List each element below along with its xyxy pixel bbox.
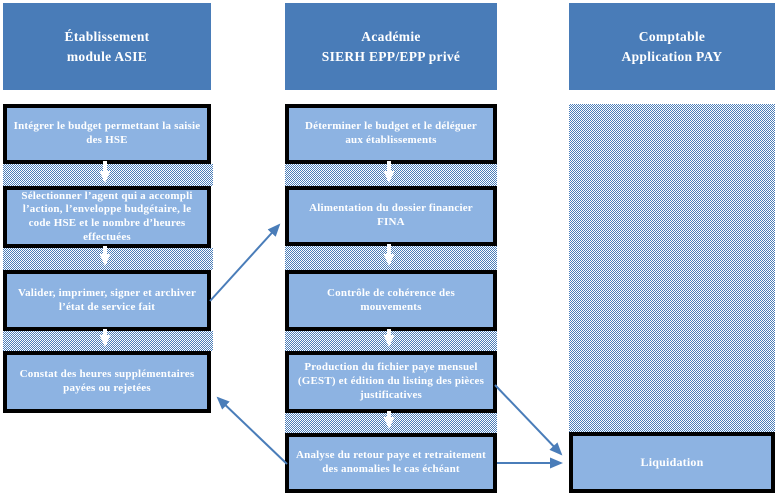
checker-band xyxy=(285,246,497,270)
checker-band xyxy=(285,164,497,186)
box-controle-coherence: Contrôle de cohérence des mouvements xyxy=(285,270,497,331)
header-line: Académie xyxy=(361,28,421,44)
connector-valider-to-alimentation xyxy=(209,223,281,302)
header-comptable: Comptable Application PAY xyxy=(569,3,775,90)
checker-panel-comptable xyxy=(569,104,775,432)
box-label: Contrôle de cohérence des mouvements xyxy=(327,286,455,313)
box-valider-imprimer-signer: Valider, imprimer, signer et archiver l’… xyxy=(3,270,211,331)
checker-band xyxy=(285,413,497,433)
box-label: Analyse du retour paye et retraitement d… xyxy=(296,449,486,475)
box-label: Constat des heures supplémentaires payée… xyxy=(19,368,195,394)
box-determiner-budget: Déterminer le budget et le déléguer aux … xyxy=(285,104,497,164)
box-label: Sélectionner l’agent qui a accompli l’ac… xyxy=(21,189,193,243)
header-line: Établissement xyxy=(64,28,150,44)
box-selectionner-agent: Sélectionner l’agent qui a accompli l’ac… xyxy=(3,186,211,248)
box-liquidation: Liquidation xyxy=(569,432,775,493)
box-label: Valider, imprimer, signer et archiver l’… xyxy=(17,286,197,313)
box-label: Alimentation du dossier financier FINA xyxy=(309,202,473,228)
box-production-fichier-paye: Production du fichier paye mensuel (GEST… xyxy=(285,351,497,413)
box-label: Déterminer le budget et le déléguer aux … xyxy=(304,120,478,146)
checker-band xyxy=(3,248,213,270)
header-line: Application PAY xyxy=(621,48,723,64)
checker-band xyxy=(3,164,213,186)
checker-band xyxy=(3,331,213,351)
header-line: SIERH EPP/EPP privé xyxy=(321,48,461,64)
header-academie: Académie SIERH EPP/EPP privé xyxy=(285,3,497,90)
connector-production-to-liquidation xyxy=(494,384,563,456)
header-line: module ASIE xyxy=(66,48,148,64)
box-analyse-retour-paye: Analyse du retour paye et retraitement d… xyxy=(285,433,497,493)
box-label: Production du fichier paye mensuel (GEST… xyxy=(297,361,485,401)
header-line: Comptable xyxy=(638,28,706,44)
box-integrer-budget: Intégrer le budget permettant la saisie … xyxy=(3,104,211,164)
checker-band xyxy=(285,331,497,351)
header-etablissement: Établissement module ASIE xyxy=(3,3,211,90)
box-label: Intégrer le budget permettant la saisie … xyxy=(13,120,201,146)
box-alimentation-fina: Alimentation du dossier financier FINA xyxy=(285,186,497,246)
box-constat-heures: Constat des heures supplémentaires payée… xyxy=(3,351,211,413)
box-label: Liquidation xyxy=(640,455,704,469)
connector-analyse-to-constat xyxy=(216,396,288,465)
